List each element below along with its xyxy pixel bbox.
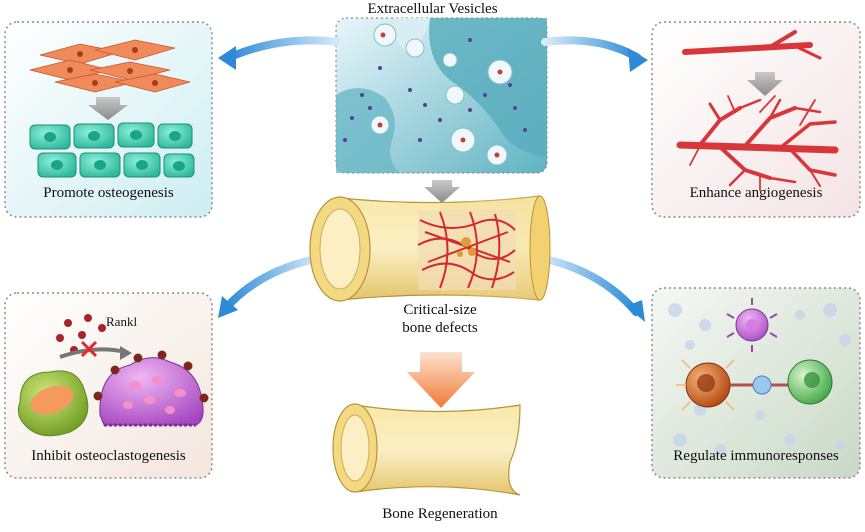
arrow-down-icon — [88, 97, 128, 120]
defect-label-line1: Critical-size — [403, 302, 477, 318]
panel-label-regulate-immunoresponses: Regulate immunoresponses — [673, 448, 839, 464]
vessel-ingrowth — [417, 211, 516, 289]
virus-particles — [668, 303, 851, 456]
bone-regeneration-label: Bone Regeneration — [382, 506, 498, 522]
panel-inhibit-osteoclastogenesis — [4, 292, 213, 479]
bone-defect-tube — [309, 195, 551, 302]
page-title: Extracellular Vesicles — [367, 1, 498, 17]
arrow-down-icon — [407, 352, 475, 408]
cargo-molecules — [343, 38, 527, 142]
defect-label-line2: bone defects — [402, 320, 478, 336]
panel-promote-osteogenesis — [4, 21, 213, 218]
inhibition-arrow — [59, 347, 126, 359]
block-x-icon — [80, 340, 98, 358]
arrow-down-icon — [747, 72, 783, 96]
vessel-sprout — [682, 30, 822, 60]
rankl-label: Rankl — [106, 314, 138, 329]
panel-enhance-angiogenesis — [651, 21, 861, 218]
vessel-network — [676, 95, 839, 191]
extracellular-vesicles-panel — [335, 17, 548, 174]
regenerated-bone — [332, 403, 521, 496]
blue-arrows — [218, 36, 648, 322]
arrow-down-icon — [424, 180, 460, 203]
panel-label-enhance-angiogenesis: Enhance angiogenesis — [689, 185, 823, 201]
panel-regulate-immunoresponses — [651, 287, 861, 479]
panel-label-promote-osteogenesis: Promote osteogenesis — [43, 185, 174, 201]
panel-label-inhibit-osteoclastogenesis: Inhibit osteoclastogenesis — [31, 448, 186, 464]
